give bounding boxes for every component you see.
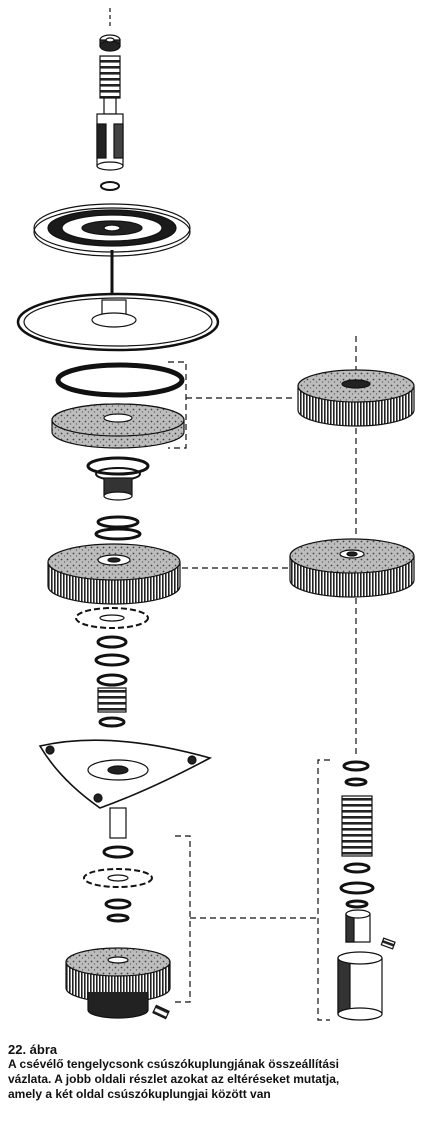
figure-caption: 22. ábra A csévélő tengelycsonk csúszóku…	[8, 1042, 432, 1102]
felt-disc	[51, 403, 185, 449]
detail-sleeve-small	[345, 909, 371, 943]
bracket-bottom-right	[317, 759, 330, 1021]
figure-number: 22. ábra	[8, 1042, 58, 1057]
rubber-o-ring	[55, 362, 185, 398]
detail-knurled-drum-top	[297, 369, 415, 427]
knurled-drum	[47, 543, 181, 605]
detail-coil-spring	[341, 795, 373, 857]
detail-washer-a	[342, 760, 370, 772]
small-washer	[100, 181, 120, 191]
turntable-ring	[16, 292, 220, 352]
detail-sleeve-large	[337, 951, 383, 1021]
star-washer-top	[75, 607, 149, 629]
washer-g	[102, 845, 134, 859]
washer-f	[98, 716, 126, 728]
washer-c	[96, 635, 128, 649]
base-housing	[65, 947, 171, 1019]
spring-clip	[86, 456, 150, 481]
detail-washer-b	[344, 777, 368, 787]
top-nut	[99, 34, 121, 52]
washer-i	[106, 913, 130, 923]
reel-flange-disc	[33, 203, 191, 257]
set-screw	[152, 1004, 170, 1020]
star-washer-bottom	[83, 868, 153, 888]
caption-line-2: vázlata. A jobb oldali részlet azokat az…	[8, 1072, 340, 1086]
triangular-bracket	[38, 739, 213, 839]
spindle-hub	[96, 97, 124, 171]
washer-d	[94, 653, 130, 667]
washer-h	[104, 898, 132, 910]
bracket-bottom-left	[175, 835, 318, 1003]
detail-washer-c	[343, 862, 371, 874]
detail-knurled-drum-bottom	[289, 538, 415, 598]
caption-line-1: A csévélő tengelycsonk csúszókuplungjána…	[8, 1057, 340, 1071]
exploded-assembly-drawing	[16, 8, 415, 1021]
washer-b	[94, 527, 142, 541]
washer-e	[96, 673, 128, 687]
detail-washer-e	[345, 899, 369, 909]
detail-washer-d	[339, 881, 375, 895]
caption-line-3: amely a két oldal csúszókuplungjai közöt…	[8, 1087, 271, 1101]
coil-spring-mid	[97, 687, 127, 713]
bushing	[103, 477, 133, 501]
bracket-top	[168, 361, 296, 449]
detail-set-screw	[380, 937, 396, 950]
washer-a	[96, 515, 140, 529]
top-spring	[99, 55, 121, 99]
